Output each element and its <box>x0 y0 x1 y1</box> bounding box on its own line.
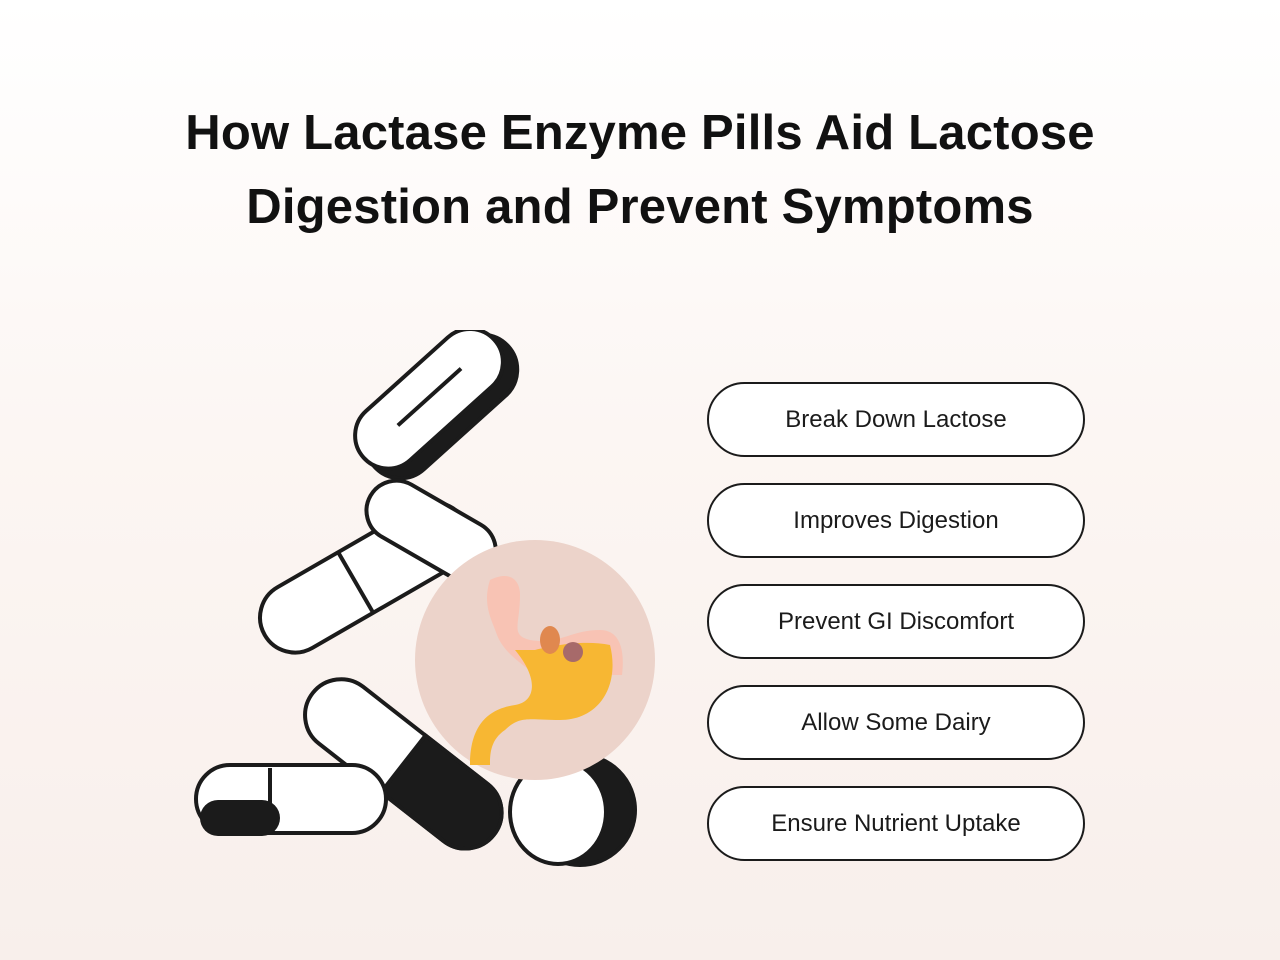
benefit-label: Improves Digestion <box>793 506 999 534</box>
benefit-label: Ensure Nutrient Uptake <box>771 809 1021 837</box>
benefit-break-down-lactose: Break Down Lactose <box>707 382 1085 457</box>
pills-illustration <box>194 330 655 867</box>
tablet-round <box>508 753 637 867</box>
stomach-badge <box>415 540 655 780</box>
benefit-allow-some-dairy: Allow Some Dairy <box>707 685 1085 760</box>
title-line-1: How Lactase Enzyme Pills Aid Lactose <box>185 106 1095 160</box>
tablet-top <box>353 330 520 481</box>
capsule-lower <box>303 677 504 851</box>
title-line-2: Digestion and Prevent Symptoms <box>246 180 1034 234</box>
benefit-label: Prevent GI Discomfort <box>777 607 1015 635</box>
benefit-label: Allow Some Dairy <box>801 708 991 736</box>
benefit-prevent-gi-discomfort: Prevent GI Discomfort <box>707 584 1085 659</box>
benefit-label: Break Down Lactose <box>785 405 1007 433</box>
page-title: How Lactase Enzyme Pills Aid Lactose Dig… <box>0 96 1280 244</box>
benefit-ensure-nutrient-uptake: Ensure Nutrient Uptake <box>707 786 1085 861</box>
capsule-left <box>194 763 388 836</box>
benefit-improves-digestion: Improves Digestion <box>707 483 1085 558</box>
